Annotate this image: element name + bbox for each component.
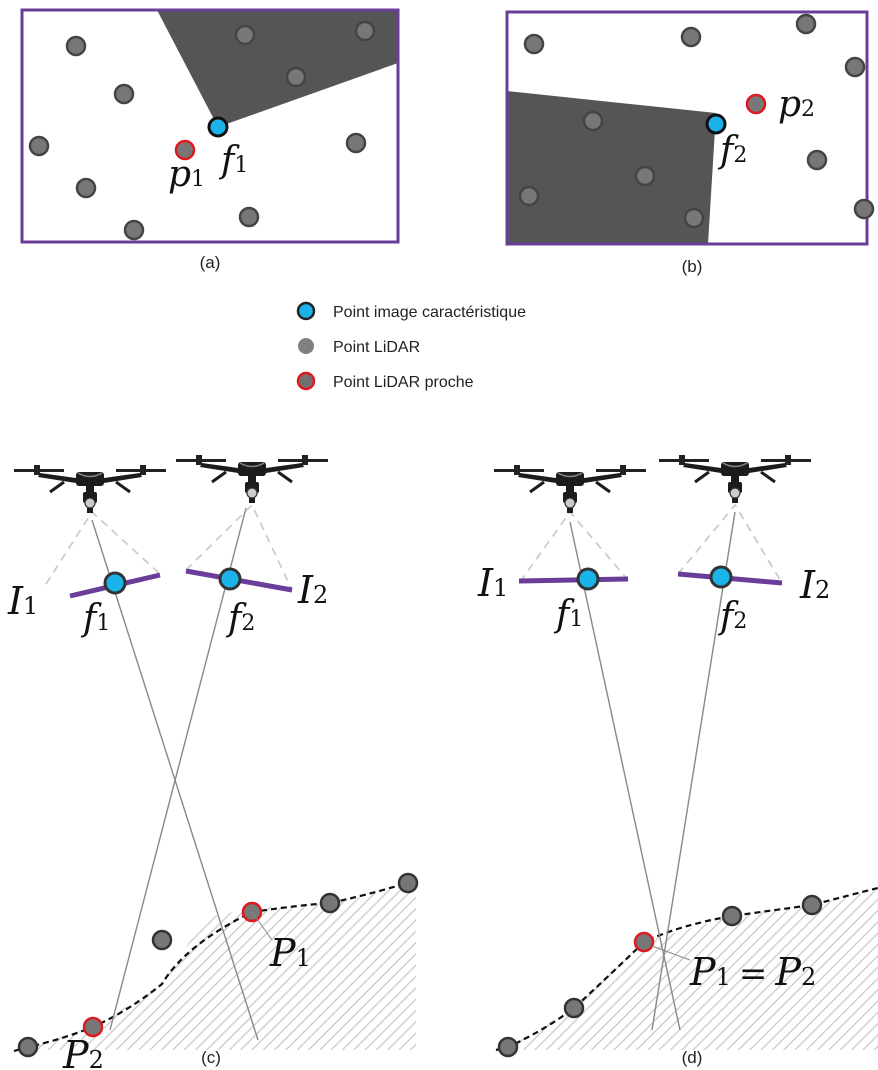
ray-f2-d	[651, 511, 736, 1031]
ray-f1-d	[569, 521, 681, 1031]
frustum-1-c	[45, 510, 161, 585]
feature-point-f1-d	[576, 567, 600, 591]
label-P1-equals-P2-d: P1=P2	[689, 950, 816, 994]
leader-P-d	[651, 945, 691, 961]
drone-icon	[12, 463, 168, 515]
panel-d: I1 I2 f1 f2 P1=P2 (d)	[477, 453, 878, 1067]
terrain-hatch-d	[508, 890, 878, 1050]
label-f1-a: f1	[218, 140, 248, 181]
legend-label-lidar: Point LiDAR	[333, 339, 420, 356]
drone-icon	[657, 453, 813, 505]
lidar-points-a	[28, 20, 376, 241]
shadow-region-b	[507, 91, 716, 244]
label-f1-d: f1	[553, 594, 583, 635]
caption-d: (d)	[682, 1048, 703, 1067]
caption-c: (c)	[201, 1048, 221, 1067]
frame-a	[20, 8, 400, 244]
feature-point-icon	[296, 301, 316, 321]
label-f2-b: f2	[717, 130, 747, 171]
label-I2-d: I2	[799, 563, 830, 607]
terrain-hatch-c	[28, 882, 416, 1050]
near-lidar-point-P2-c	[82, 1016, 104, 1038]
label-p1-a: p1	[168, 154, 205, 195]
drone-icon	[174, 453, 330, 505]
legend-label-near: Point LiDAR proche	[333, 374, 474, 391]
lidar-points-d	[497, 894, 823, 1058]
near-lidar-point-P1-d	[633, 931, 655, 953]
label-P2-c: P2	[62, 1033, 104, 1070]
leader-P1-c	[251, 911, 273, 941]
shadow-region-a	[157, 10, 398, 127]
feature-point-f1-c	[103, 571, 127, 595]
label-f2-c: f2	[225, 598, 255, 639]
image-plane-I1-d	[518, 576, 629, 584]
caption-b: (b)	[682, 257, 703, 276]
caption-a: (a)	[200, 253, 221, 272]
label-I1-d: I1	[477, 561, 508, 605]
label-I2-c: I2	[297, 568, 328, 612]
near-lidar-point-p2	[745, 93, 767, 115]
legend-label-feature: Point image caractéristique	[333, 304, 526, 321]
near-lidar-point-icon	[296, 371, 316, 391]
label-f2-d: f2	[717, 596, 747, 637]
panel-c: I1 I2 f1 f2 P1 P2 (c)	[7, 453, 419, 1070]
label-P1-c: P1	[269, 931, 311, 975]
label-f1-c: f1	[80, 598, 110, 639]
near-lidar-point-p1	[174, 139, 196, 161]
label-I1-c: I1	[7, 579, 38, 623]
ray-f2-c	[109, 507, 247, 1031]
frame-b	[505, 10, 869, 246]
lidar-points-c	[17, 872, 419, 1058]
frustum-2-c	[185, 503, 293, 591]
panel-a: f1 p1 (a)	[20, 8, 400, 272]
panel-b: p2 f2 (b)	[505, 10, 875, 276]
label-p2-b: p2	[778, 84, 815, 125]
legend: Point image caractéristique Point LiDAR …	[296, 301, 526, 391]
drone-icon	[492, 463, 648, 515]
feature-point-f2-b	[705, 113, 727, 135]
feature-point-f1-a	[207, 116, 229, 138]
lidar-points-b	[518, 13, 875, 229]
frustum-1-d	[519, 510, 629, 583]
feature-point-f2-d	[709, 565, 733, 589]
feature-point-f2-c	[218, 567, 242, 591]
lidar-point-icon	[298, 338, 314, 354]
frustum-2-d	[677, 503, 783, 584]
